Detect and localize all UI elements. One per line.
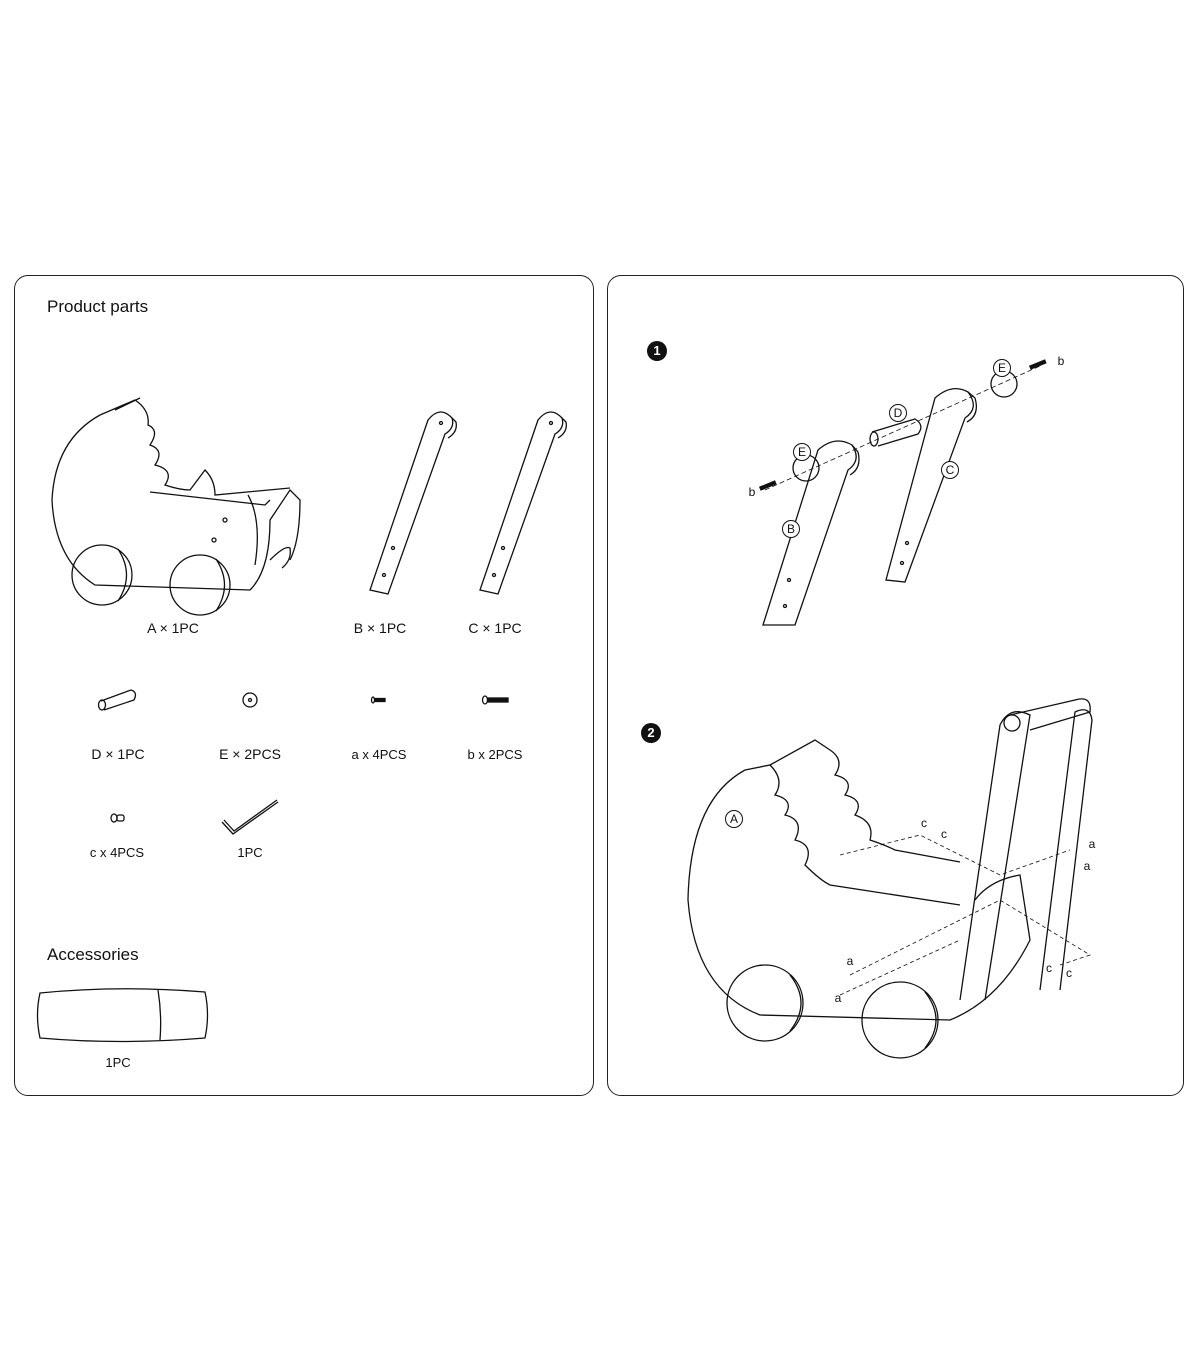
label-c: C [941,461,959,479]
step2-drawing [687,698,1093,1059]
label-b: B [782,520,800,538]
allen-key-label: 1PC [237,845,263,860]
part-c-nut-label: c x 4PCS [89,845,145,860]
allen-key-icon [221,799,279,835]
part-a-label: A × 1PC [147,620,199,636]
part-b-label: B × 1PC [353,620,407,636]
label-d: D [889,404,907,422]
round-cap-icon [242,692,258,708]
part-d-label: D × 1PC [91,746,145,762]
part-c-label: C × 1PC [468,620,522,636]
dowel-icon [97,689,137,711]
cushion-label: 1PC [105,1055,131,1070]
product-parts-panel [14,275,594,1096]
product-parts-title: Product parts [47,297,149,316]
label-e-right: E [993,359,1011,377]
label-a-screw-3: a [846,954,854,968]
short-screw-icon [370,696,386,704]
part-b-screw-label: b x 2PCS [467,747,523,762]
label-a-screw-2: a [1083,859,1091,873]
cushion-drawing [36,988,209,1043]
label-a-screw-4: a [834,991,842,1005]
label-b-screw-left: b [748,485,756,499]
part-e-label: E × 2PCS [219,746,281,762]
step-2-badge: 2 [641,723,661,743]
assembly-steps-panel [607,275,1184,1096]
label-a-body: A [725,810,743,828]
barrel-nut-icon [110,813,125,823]
label-c-nut-4: c [1066,966,1072,980]
label-c-nut-1: c [921,816,927,830]
pram-body-drawing [51,397,301,616]
handle-bar-b-drawing [369,411,457,595]
long-screw-icon [481,695,509,705]
handle-bar-c-drawing [479,411,567,595]
accessories-title: Accessories [47,945,139,964]
label-b-screw-right: b [1057,354,1065,368]
step-1-badge: 1 [647,341,667,361]
step1-drawing [758,359,1047,626]
label-e-left: E [793,443,811,461]
label-c-nut-3: c [1046,961,1052,975]
label-a-screw-1: a [1088,837,1096,851]
part-a-screw-label: a x 4PCS [351,747,407,762]
label-c-nut-2: c [941,827,947,841]
